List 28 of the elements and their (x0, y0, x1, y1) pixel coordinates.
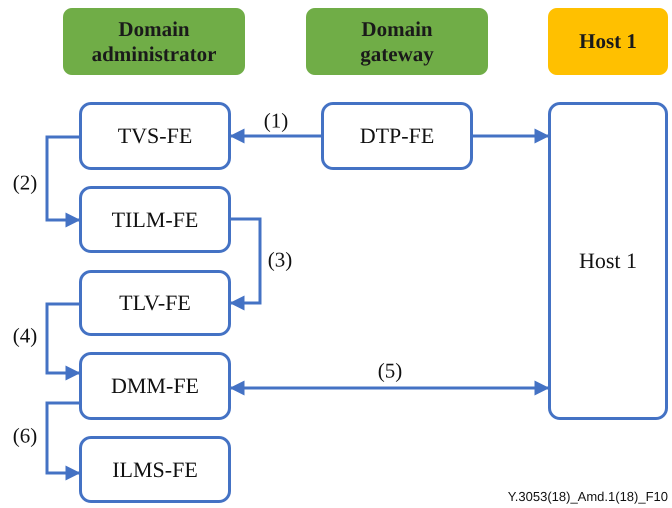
node-label: Domain gateway (359, 17, 435, 66)
function-box (79, 186, 231, 253)
column-header (548, 8, 668, 75)
connector-arrow (46, 136, 80, 228)
connector-arrow (230, 128, 321, 144)
node-label: TVS-FE (118, 123, 192, 149)
function-box (79, 352, 231, 420)
node-label: TLV-FE (119, 290, 191, 316)
column-header (63, 8, 245, 75)
node-label: ILMS-FE (112, 456, 198, 482)
connector-arrow (230, 380, 550, 396)
connector-arrow (473, 128, 550, 144)
connector-arrow (230, 218, 262, 310)
node-label: Host 1 (579, 29, 637, 54)
connector-arrow (46, 402, 80, 480)
column-header (306, 8, 488, 75)
node-label: Domain administrator (90, 17, 218, 66)
node-label: DTP-FE (360, 123, 434, 149)
function-box (548, 102, 668, 420)
node-label: TILM-FE (112, 206, 198, 232)
node-label: DMM-FE (110, 373, 199, 399)
function-box (79, 436, 231, 503)
function-box (79, 102, 231, 170)
function-box (321, 102, 473, 170)
function-box (79, 270, 231, 336)
connector-arrow (46, 302, 80, 380)
node-label: Host 1 (578, 248, 638, 274)
figure-id: Y.3053(18)_Amd.1(18)_F10 (508, 489, 668, 504)
